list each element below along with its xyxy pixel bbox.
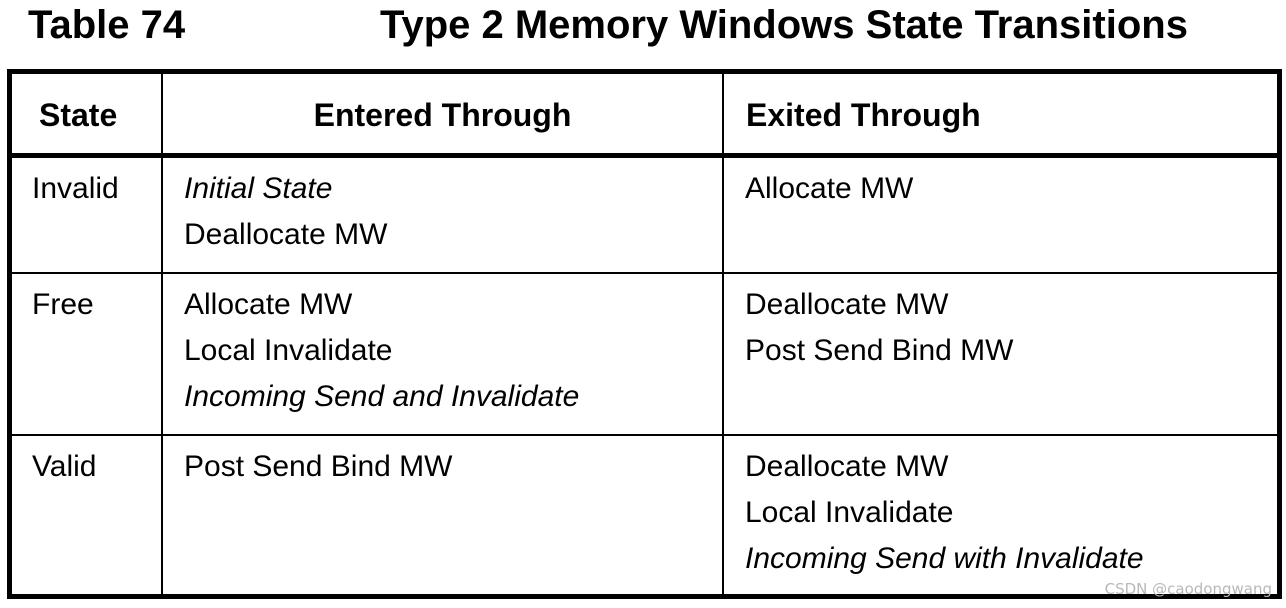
entered-through-cell: Initial State Deallocate MW [161,158,722,272]
entered-item: Post Send Bind MW [184,450,453,483]
entered-item: Local Invalidate [184,334,393,367]
exited-item: Deallocate MW [745,450,949,483]
table-row: Valid Post Send Bind MW Deallocate MW Lo… [12,436,1277,594]
exited-item: Local Invalidate [745,496,954,529]
exited-item: Deallocate MW [745,288,949,321]
entered-item: Incoming Send and Invalidate [184,380,580,413]
table-header-row: State Entered Through Exited Through [12,74,1277,158]
entered-through-cell: Post Send Bind MW [161,436,722,594]
entered-item: Initial State [184,172,333,205]
watermark: CSDN @caodongwang [1104,580,1272,598]
entered-item: Deallocate MW [184,218,388,251]
header-state: State [39,97,118,133]
table-caption: Table 74 Type 2 Memory Windows State Tra… [0,0,1286,56]
state-transitions-table: State Entered Through Exited Through Inv… [7,69,1282,599]
entered-through-cell: Allocate MW Local Invalidate Incoming Se… [161,274,722,434]
exited-item: Incoming Send with Invalidate [745,542,1144,575]
state-cell: Invalid [12,158,161,272]
table-row: Invalid Initial State Deallocate MW Allo… [12,158,1277,274]
table-row: Free Allocate MW Local Invalidate Incomi… [12,274,1277,436]
state-cell: Valid [12,436,161,594]
state-name: Valid [32,450,97,483]
exited-through-cell: Allocate MW [722,158,1277,272]
exited-through-cell: Deallocate MW Post Send Bind MW [722,274,1277,434]
exited-through-cell: Deallocate MW Local Invalidate Incoming … [722,436,1277,594]
state-name: Free [32,288,94,321]
header-entered-through: Entered Through [161,74,722,153]
exited-item: Allocate MW [745,172,914,205]
header-exited-through: Exited Through [722,74,1277,153]
table-number: Table 74 [28,3,186,47]
state-cell: Free [12,274,161,434]
exited-item: Post Send Bind MW [745,334,1014,367]
state-name: Invalid [32,172,119,205]
table-title: Type 2 Memory Windows State Transitions [380,3,1188,47]
entered-item: Allocate MW [184,288,353,321]
